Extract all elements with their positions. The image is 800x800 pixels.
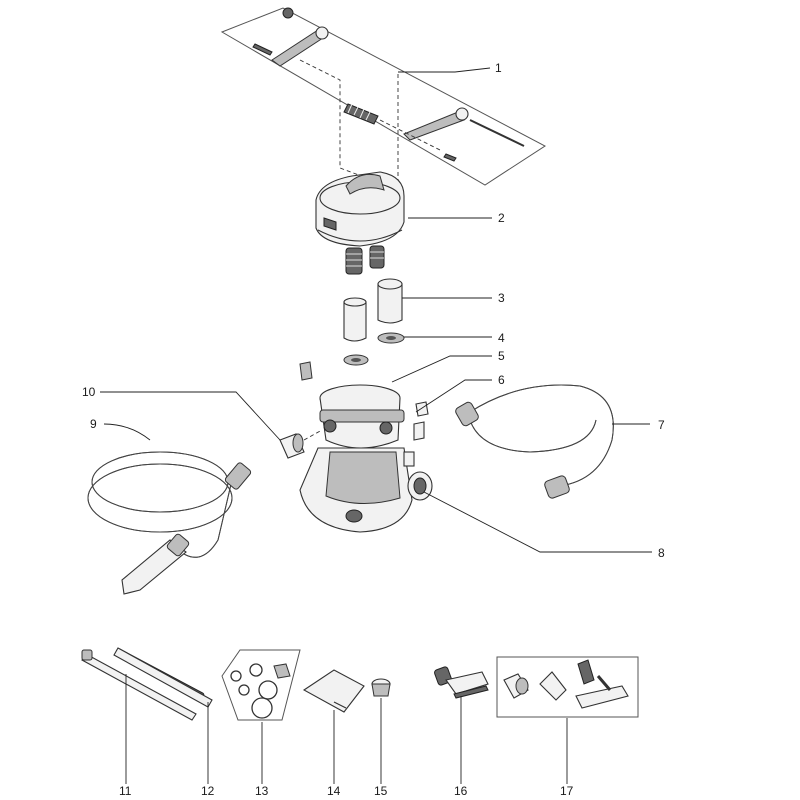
part-11-12-extension-tubes [81,647,213,721]
callout-11: 11 [119,784,132,798]
callout-2: 2 [498,211,505,225]
part-1-handle-assembly [220,7,546,195]
callout-4: 4 [498,331,505,345]
callout-1: 1 [495,61,502,75]
part-5-container [299,361,405,449]
callout-12: 12 [201,784,215,798]
callout-labels: 1 2 3 4 5 6 7 8 9 10 11 12 13 14 15 16 1… [82,61,665,798]
part-10-connector [279,429,323,459]
callout-9: 9 [90,417,97,431]
callout-15: 15 [374,784,388,798]
callout-13: 13 [255,784,269,798]
part-17-accessory-set [496,656,639,718]
callout-14: 14 [327,784,341,798]
callout-10: 10 [82,385,96,399]
part-8-base-unit [299,447,433,533]
part-2-motor-head [315,171,405,275]
part-16-nozzle [434,666,489,699]
part-14-filter-bag [302,669,365,713]
part-7-hose [455,384,614,499]
callout-17: 17 [560,784,574,798]
callout-16: 16 [454,784,468,798]
callout-8: 8 [658,546,665,560]
callout-3: 3 [498,291,505,305]
callout-5: 5 [498,349,505,363]
part-6-clip [413,401,429,441]
callout-7: 7 [658,418,665,432]
part-4-seal [343,332,405,366]
part-3-filter-cartridges [343,278,403,342]
part-13-seal-set [221,649,301,721]
part-15-valve [371,678,391,697]
leader-lines [100,67,652,784]
callout-6: 6 [498,373,505,387]
part-9-suction-hose [87,451,252,595]
